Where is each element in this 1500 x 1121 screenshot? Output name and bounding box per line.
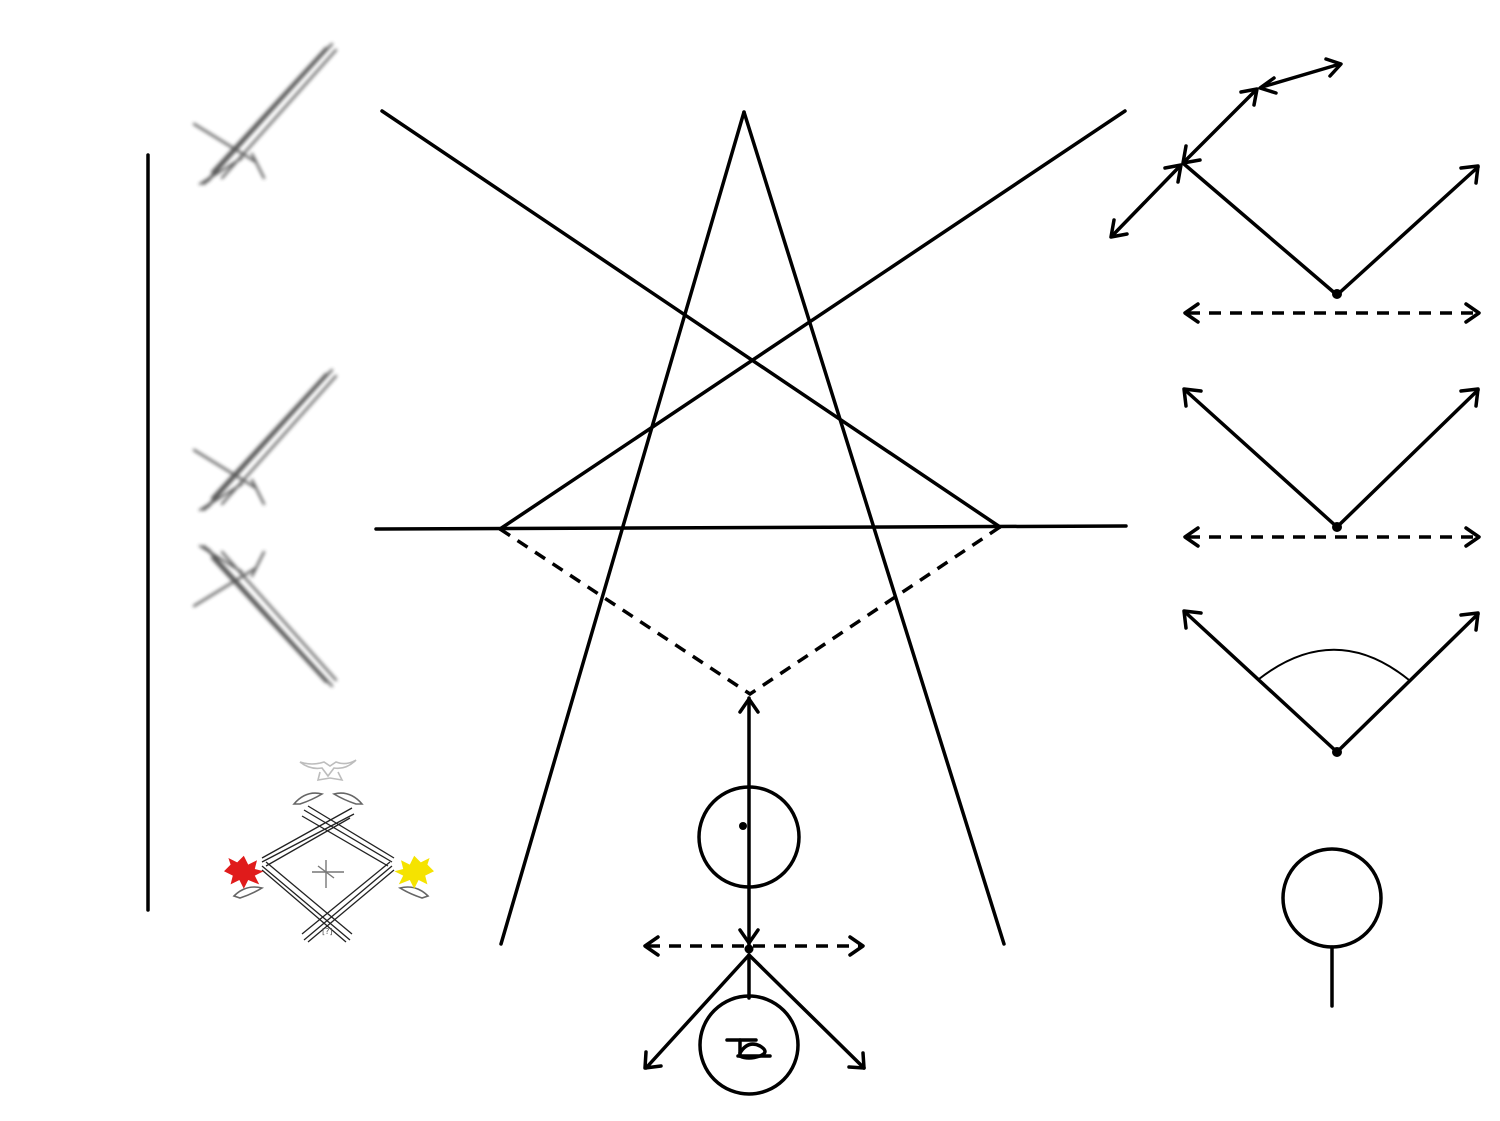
arrow-line xyxy=(747,953,866,1070)
vertex-dot xyxy=(1332,289,1342,299)
arrow-head-down xyxy=(738,928,760,945)
vertex-dot xyxy=(1332,522,1342,532)
v-right-arm xyxy=(1335,612,1480,754)
junction-dot xyxy=(744,944,754,954)
v-left-arm xyxy=(1183,388,1339,529)
double-arrow-icon xyxy=(1182,88,1258,164)
circle-glyph xyxy=(698,994,800,1096)
sword-icon xyxy=(192,544,338,688)
circle-marker xyxy=(697,785,801,889)
crossed-swords-emblem: [?] xyxy=(224,759,434,943)
arc-angle-icon xyxy=(1258,648,1410,681)
double-arrow-icon xyxy=(1110,164,1182,238)
diagonal-line xyxy=(380,109,1002,529)
diagonal-line xyxy=(498,109,1127,531)
glyph-icon xyxy=(725,1038,772,1060)
emblem-caption: [?] xyxy=(322,927,333,936)
crossed-blades xyxy=(261,805,395,943)
arrow-line xyxy=(644,953,751,1070)
dragon-icon xyxy=(394,855,434,889)
v-left-arm xyxy=(1183,610,1339,754)
dashed-v xyxy=(499,525,1001,697)
dragon-icon xyxy=(224,855,264,889)
right-panel xyxy=(1109,57,1481,1008)
bird-icon xyxy=(299,759,357,782)
center-dot xyxy=(739,822,747,830)
arrow-head xyxy=(643,1050,663,1070)
sword-icon xyxy=(192,42,338,186)
v-right-arm xyxy=(1335,388,1480,529)
spire-right-line xyxy=(742,110,1006,946)
v-right-arm xyxy=(1335,165,1480,297)
arrow-head-left xyxy=(643,935,660,957)
small-sword-icon xyxy=(312,860,344,888)
sword-icon xyxy=(192,368,338,512)
v-left-arm xyxy=(1182,162,1339,297)
arrow-head-right xyxy=(848,935,865,957)
horizontal-line xyxy=(374,524,1128,531)
double-arrow-icon xyxy=(1260,62,1342,89)
leaf-icon xyxy=(232,792,430,899)
central-construction xyxy=(374,109,1128,1096)
arrow-head-up xyxy=(738,697,760,714)
circle-stem-icon xyxy=(1281,847,1383,949)
spire-left-line xyxy=(499,110,746,946)
vertex-dot xyxy=(1332,747,1342,757)
arrow-head xyxy=(847,1051,866,1070)
